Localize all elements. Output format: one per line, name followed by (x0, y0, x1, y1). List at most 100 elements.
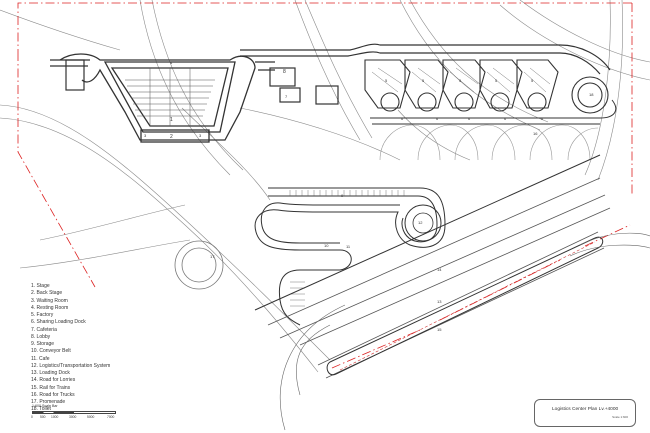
contour-line (584, 0, 611, 176)
label-factory-2: 5 (422, 78, 425, 83)
plan-title-box: Logistics Center Plan Lv.+4000 Scale 1:6… (534, 399, 636, 427)
label-promenade: 17 (210, 254, 215, 259)
scale-bar-title: 1:600 Scale Bar (32, 404, 58, 408)
legend-item: 1. Stage (31, 283, 50, 289)
contour-line (0, 104, 331, 361)
label-loading-dock: 13 (437, 299, 442, 304)
legend-item: 18. Toilet (31, 406, 51, 413)
legend-item: 12. Logistics/Transportation System (31, 362, 111, 369)
factory-module (364, 59, 411, 109)
contour-line (294, 0, 361, 141)
lorry-road (279, 194, 606, 339)
boundary-segment (331, 329, 421, 369)
train-route (339, 241, 596, 371)
scale-tick: 0 (31, 415, 33, 419)
theatre-outline (59, 53, 256, 141)
label-stage: 1 (170, 117, 173, 123)
label-dock-5: 6 (541, 116, 544, 121)
label-dock-4: 6 (504, 116, 507, 121)
label-cafeteria: 7 (285, 94, 288, 99)
lorry-road-edge (254, 154, 601, 311)
legend-item: 16. Road for Trucks (31, 391, 75, 398)
contour-line (499, 4, 650, 81)
contour-line (409, 0, 549, 123)
label-factory-5: 5 (531, 78, 534, 83)
contour-line (0, 9, 121, 51)
label-road-lorries: 14 (437, 267, 442, 272)
label-waiting-room-2: 3 (199, 133, 202, 138)
label-conveyor-belt: 10 (324, 243, 329, 248)
loading-dock-circle (417, 92, 437, 112)
contour-line (139, 0, 231, 176)
legend-item: 9. Storage (31, 341, 55, 347)
label-dock-2: 6 (436, 116, 439, 121)
rail-platform (326, 236, 604, 376)
boundary-segment (439, 259, 561, 321)
stage-block (140, 129, 210, 143)
loading-dock-circle (527, 92, 547, 112)
label-dock-3: 6 (468, 116, 471, 121)
rail-line (317, 231, 599, 366)
scale-bar-graphic (32, 411, 116, 414)
label-factory-4: 5 (495, 78, 498, 83)
toilet-circle (571, 76, 609, 114)
contour-line (519, 0, 650, 63)
factory-module (442, 59, 486, 109)
contour-line (151, 0, 244, 171)
label-factory-3: 5 (459, 78, 462, 83)
label-toilet: 18 (589, 92, 594, 97)
label-waiting-room: 3 (144, 133, 147, 138)
lobby-block (269, 67, 296, 87)
stair-block (65, 59, 85, 91)
legend-item: 13. Loading Dock (31, 370, 70, 376)
scale-bar: 1:600 Scale Bar 0 500 1000 3000 5000 700… (31, 404, 121, 428)
legend: 1. Stage 2. Back Stage 3. Waiting Room 4… (31, 283, 110, 414)
legend-item: 6. Sharing Loading Dock (31, 319, 86, 326)
site-boundary (17, 52, 96, 288)
label-dock-1: 6 (401, 116, 404, 121)
label-resting-room: 4 (170, 60, 173, 65)
contour-line (597, 0, 623, 181)
walkway (240, 51, 601, 75)
legend-item: 4. Resting Room (31, 304, 69, 311)
legend-item: 2. Back Stage (31, 290, 63, 297)
loading-dock-circle (380, 92, 400, 112)
contour-line (0, 117, 319, 373)
label-factory-1: 5 (385, 78, 388, 83)
legend-item: 15. Rail for Trains (31, 384, 71, 391)
legend-item: 7. Cafeteria (31, 326, 57, 333)
plan-title: Logistics Center Plan Lv.+4000 (552, 407, 619, 412)
label-storage: 9 (341, 193, 344, 198)
contour-line (39, 204, 186, 241)
contour-line (397, 109, 471, 161)
legend-item: 11. Cafe (31, 355, 50, 362)
contour-line (181, 107, 271, 201)
stair-block (279, 87, 301, 103)
contour-line (304, 0, 373, 139)
factory-module (479, 59, 523, 109)
label-lobby: 8 (283, 69, 286, 75)
site-boundary (17, 2, 632, 52)
stair-block (315, 85, 339, 105)
loading-dock-circle (490, 92, 510, 112)
scale-tick: 3000 (69, 415, 77, 419)
contour-line (239, 107, 401, 161)
factory-module (516, 59, 559, 109)
legend-item: 10. Conveyor Belt (31, 348, 71, 355)
label-rail-trains: 15 (437, 327, 442, 332)
contour-line (399, 0, 541, 131)
theatre-outline (110, 67, 229, 127)
walkway (240, 43, 611, 71)
legend-item: 17. Promenade (31, 399, 66, 405)
label-road-trucks: 16 (533, 131, 538, 136)
plan-scale: Scale 1:600 (612, 415, 628, 419)
logistics-circle (404, 204, 442, 242)
walkway (255, 61, 275, 71)
legend-item: 8. Lobby (31, 333, 51, 340)
theatre-outline (103, 61, 236, 133)
factory-module (404, 59, 449, 109)
scale-tick: 5000 (87, 415, 95, 419)
scale-tick: 1000 (51, 415, 59, 419)
loading-dock-circle (454, 92, 474, 112)
